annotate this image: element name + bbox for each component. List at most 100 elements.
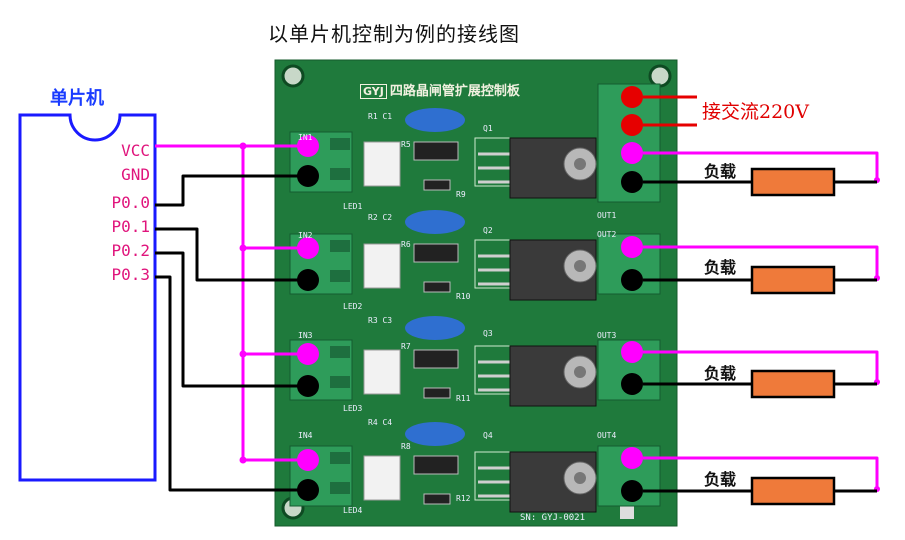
input-signal-dot-3 [297,375,319,397]
silk-r11: R11 [456,394,471,403]
silk-r5: R5 [401,140,411,149]
load-label-4: 负载 [704,470,737,489]
input-screw [330,138,350,150]
resistor [413,349,459,369]
pin-vcc: VCC [121,141,150,160]
output-return-2 [643,245,879,278]
silk-q3: Q3 [483,329,493,338]
silk-out3: OUT3 [597,331,617,340]
output-return-4 [643,456,879,489]
output-load-dot-3 [621,373,643,395]
load-resistor-2 [750,265,836,295]
optocoupler [363,349,401,395]
resistor [413,243,459,263]
output-load-dot-4 [621,480,643,502]
board-title-text: 四路晶闸管扩展控制板 [389,84,520,99]
silk-r7: R7 [401,342,411,351]
resistor-small [423,179,451,191]
mount-hole [281,64,305,88]
capacitor [405,316,465,340]
mcu-outline [18,113,157,482]
input-signal-dot-1 [297,165,319,187]
silk-q2: Q2 [483,226,493,235]
output-load-dot-1 [621,171,643,193]
silk-c2: R2 C2 [368,213,393,222]
silk-in3: IN3 [298,331,313,340]
output-vcc-dot-4 [621,447,643,469]
wires-group [155,135,880,506]
silk-c4: R4 C4 [368,418,393,427]
output-return-3 [643,350,879,382]
vcc-junction [239,142,247,150]
input-screw [330,270,350,282]
ac-label: 接交流220V [702,101,809,123]
silk-q4: Q4 [483,431,493,440]
vcc-junction [239,244,247,252]
silk-out2: OUT2 [597,230,617,239]
output-vcc-dot-3 [621,341,643,363]
input-vcc-dot-1 [297,135,319,157]
capacitor [405,422,465,446]
silk-out1: OUT1 [597,211,617,220]
signal-p00 [155,174,308,207]
silk-r6: R6 [401,240,411,249]
input-screw [330,482,350,494]
input-vcc-dot-2 [297,237,319,259]
mount-hole [648,64,672,88]
load-resistor-3 [750,369,836,399]
signal-p03 [155,275,308,492]
board-logo: GYJ [360,84,387,99]
resistor-small [423,387,451,399]
input-screw [330,346,350,358]
optocoupler [363,243,401,289]
silk-q1: Q1 [483,124,493,133]
optocoupler [363,455,401,501]
capacitor [405,210,465,234]
load-label-1: 负载 [704,162,737,181]
resistor-small [423,493,451,505]
input-signal-dot-4 [297,479,319,501]
silk-c3: R3 C3 [368,316,393,325]
load-label-3: 负载 [704,364,737,383]
silk-led3: LED3 [343,404,363,413]
pin-p00: P0.0 [111,193,150,212]
ac-terminal-1 [621,86,643,108]
load-resistor-1 [750,167,836,197]
ac-terminal-2 [621,114,643,136]
pin-p02: P0.2 [111,241,150,260]
capacitor [405,108,465,132]
vcc-junction [239,350,247,358]
page-title: 以单片机控制为例的接线图 [268,22,520,46]
pin-gnd: GND [121,165,150,184]
silk-in1: IN1 [298,133,313,142]
silk-r10: R10 [456,292,471,301]
input-signal-dot-2 [297,269,319,291]
heatsink-screw-center [574,158,586,170]
silk-out4: OUT4 [597,431,617,440]
silk-in2: IN2 [298,231,313,240]
silk-r12: R12 [456,494,471,503]
output-load-dot-2 [621,269,643,291]
output-vcc-dot-1 [621,142,643,164]
silk-r8: R8 [401,442,411,451]
silk-in4: IN4 [298,431,313,440]
output-return-1 [643,151,879,180]
resistor-small [423,281,451,293]
heatsink-screw-center [574,366,586,378]
load-resistor-4 [750,476,836,506]
input-screw [330,452,350,464]
optocoupler [363,141,401,187]
channel-3 [289,316,661,407]
load-label-2: 负载 [704,258,737,277]
silk-led4: LED4 [343,506,363,515]
silk-r9: R9 [456,190,466,199]
heatsink-screw-center [574,472,586,484]
input-screw [330,168,350,180]
pin-p01: P0.1 [111,217,150,236]
mcu-label: 单片机 [50,88,104,109]
status-pad [620,505,634,519]
signal-p01 [155,227,308,282]
